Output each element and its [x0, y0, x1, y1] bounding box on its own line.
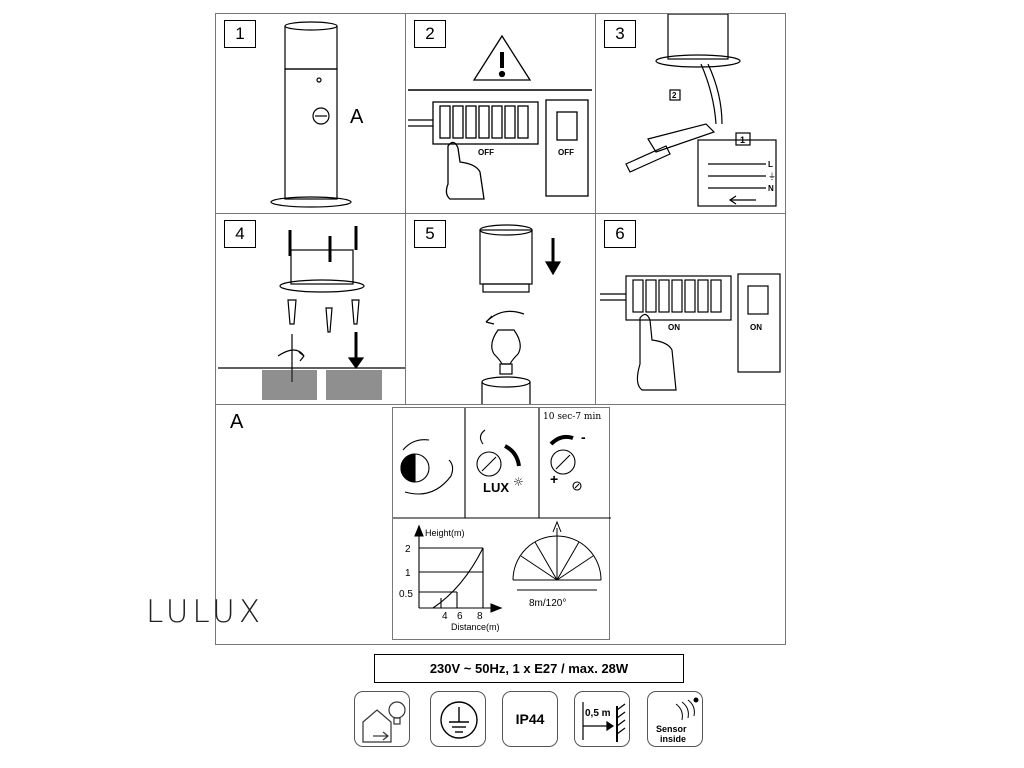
mini-step-1-label: 1: [740, 135, 745, 145]
y-tick-1: 1: [405, 568, 411, 579]
sun-icon: ☼: [513, 475, 524, 489]
detection-angle-chart: [512, 520, 602, 591]
distance-label: 0,5 m: [585, 708, 611, 719]
step-1-marker: A: [350, 106, 364, 128]
earth-ground-icon: [430, 691, 486, 747]
step-6-panel: 6 ON ON: [595, 213, 786, 405]
step-4-panel: 4: [215, 213, 406, 405]
breaker-off-label: OFF: [478, 148, 494, 157]
sensor-inside-icon: Sensor inside: [647, 691, 703, 747]
section-a-letter: A: [230, 411, 244, 433]
power-on-drawing: ON ON: [600, 273, 781, 391]
step-4-number: 4: [224, 220, 256, 248]
lux-label: LUX: [483, 480, 509, 495]
time-range-label: 10 sec-7 min: [543, 412, 601, 422]
x-tick-4: 4: [442, 611, 448, 622]
sensor-settings-drawing: 10 sec-7 min LUX ☼ + - Height(m) 2 1 0.5…: [393, 408, 611, 632]
sensor-label-line2: inside: [660, 734, 686, 744]
step-3-panel: 3 2 1 L ⏚ N: [595, 13, 786, 214]
detection-height-chart: [414, 524, 503, 613]
step-1-number: 1: [224, 20, 256, 48]
step-5-number: 5: [414, 220, 446, 248]
mini-step-2-label: 2: [672, 91, 677, 100]
height-axis-label: Height(m): [425, 528, 465, 538]
outdoor-lamp-icon: [354, 691, 410, 747]
x-tick-8: 8: [477, 611, 483, 622]
terminal-earth-label: ⏚: [768, 172, 776, 181]
y-tick-0-5: 0.5: [399, 589, 413, 600]
switch-on-label: ON: [750, 323, 762, 332]
step-3-number: 3: [604, 20, 636, 48]
electrical-spec: 230V ~ 50Hz, 1 x E27 / max. 28W: [374, 654, 684, 683]
step-2-panel: 2 OFF OFF: [405, 13, 596, 214]
warning-icon: [472, 34, 532, 81]
sensor-settings-box: 10 sec-7 min LUX ☼ + - Height(m) 2 1 0.5…: [392, 407, 611, 640]
distance-axis-label: Distance(m): [451, 622, 500, 632]
bollard-light-drawing: [270, 21, 352, 208]
step-2-number: 2: [414, 20, 446, 48]
brand-logo: LULUX: [146, 594, 265, 630]
plus-label: +: [550, 471, 558, 487]
terminal-neutral-label: N: [768, 184, 774, 193]
terminal-live-label: L: [768, 160, 773, 169]
step-1-panel: 1 A: [215, 13, 406, 214]
step-5-panel: 5: [405, 213, 596, 405]
mounting-drawing: [218, 226, 405, 400]
ip44-icon: IP44: [502, 691, 558, 747]
switch-off-label: OFF: [558, 148, 574, 157]
breaker-on-label: ON: [668, 323, 680, 332]
bulb-install-drawing: [479, 224, 562, 404]
gravel-texture: [262, 370, 382, 400]
ip44-label: IP44: [515, 711, 545, 727]
x-tick-6: 6: [457, 611, 463, 622]
power-off-drawing: OFF OFF: [408, 34, 592, 200]
y-tick-2: 2: [405, 544, 411, 555]
wiring-drawing: 2 1 L ⏚ N: [625, 14, 777, 207]
angle-label: 8m/120°: [529, 598, 566, 609]
sensor-section-panel: A: [215, 404, 786, 645]
sensor-label-line1: Sensor: [656, 724, 687, 734]
distance-icon: 0,5 m: [574, 691, 630, 747]
step-6-number: 6: [604, 220, 636, 248]
minus-label: -: [581, 429, 586, 445]
